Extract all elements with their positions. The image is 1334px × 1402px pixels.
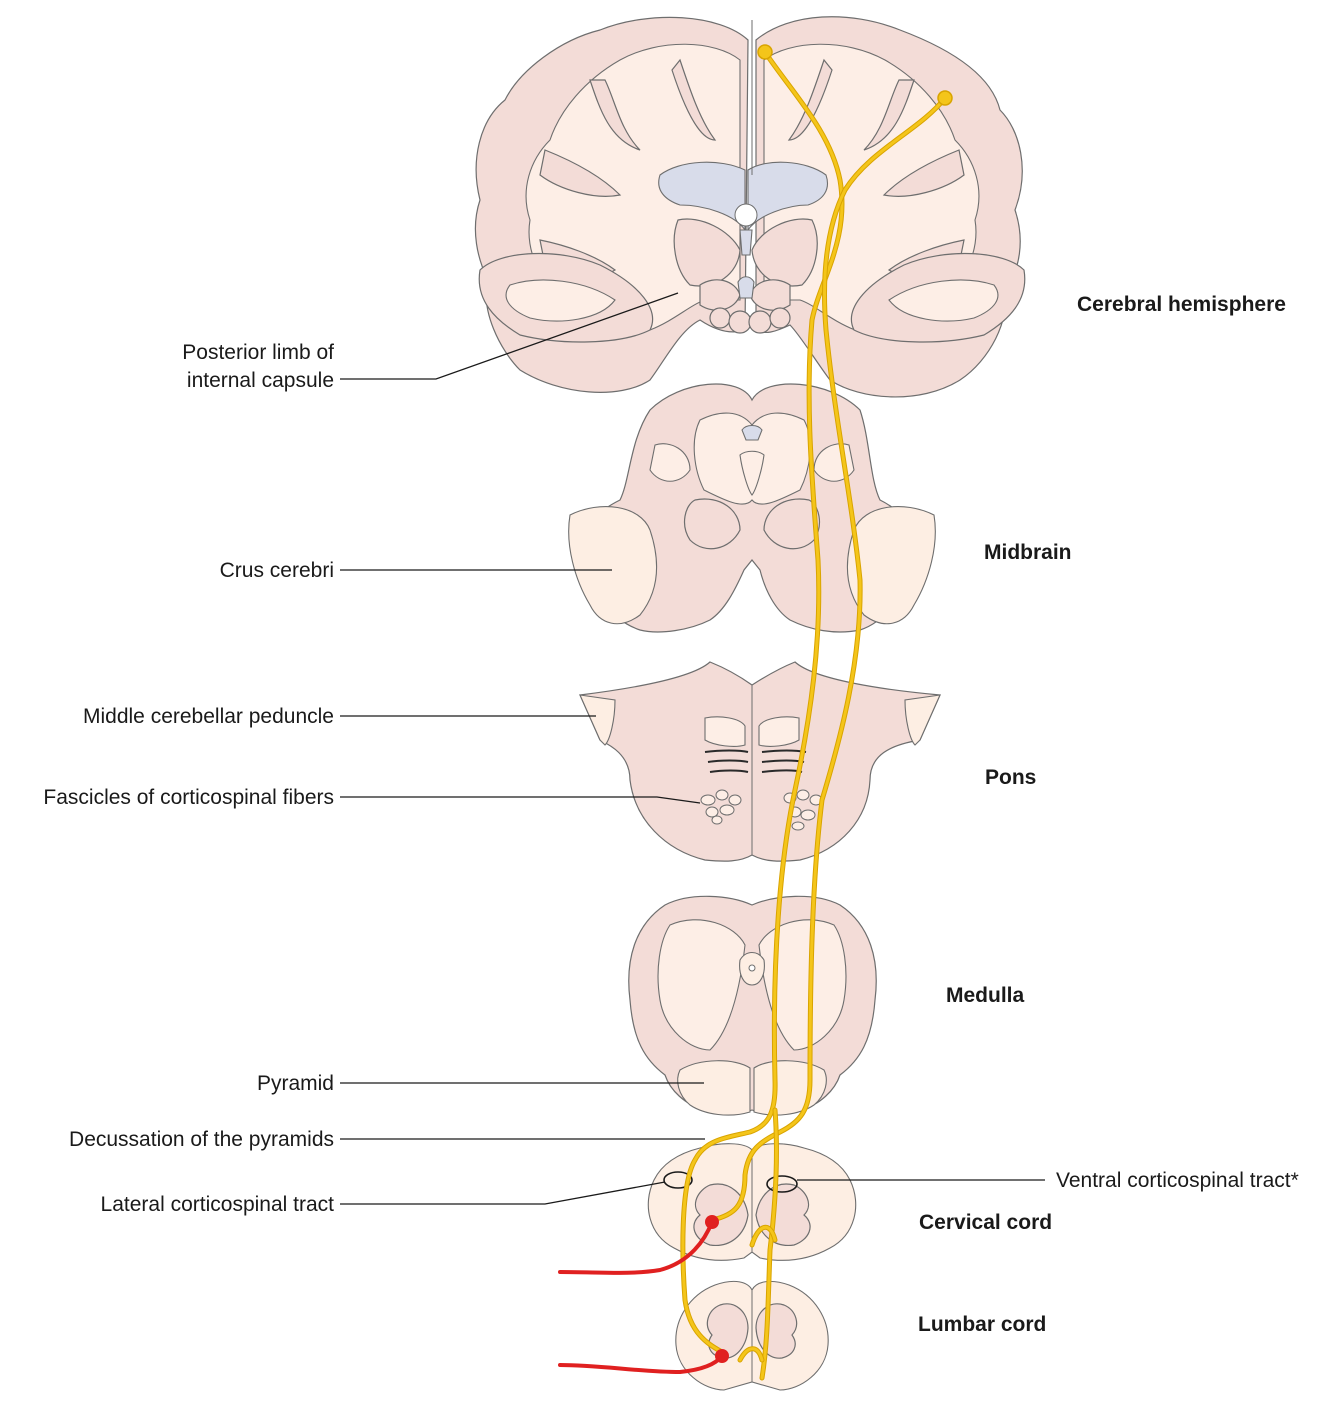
middle-cerebellar-peduncle-label: Middle cerebellar peduncle: [83, 705, 334, 728]
level-cervical-cord: Cervical cord: [919, 1211, 1052, 1234]
middle-cerebellar-peduncle-left: [579, 694, 616, 746]
ventral-tract-outline: [766, 1175, 798, 1193]
posterior-limb-label-line2: internal capsule: [187, 369, 334, 392]
crus-cerebri-label: Crus cerebri: [220, 559, 334, 582]
lateral-ventricle-right: [747, 161, 828, 232]
level-pons: Pons: [985, 766, 1036, 789]
posterior-limb-label-line1: Posterior limb of: [182, 341, 334, 364]
lower-motor-neuron-lumbar: [715, 1349, 729, 1363]
level-midbrain: Midbrain: [984, 541, 1072, 564]
level-labels: Cerebral hemisphere Midbrain Pons Medull…: [918, 293, 1286, 1336]
corticospinal-tract: [680, 44, 953, 1381]
structure-labels: Posterior limb of internal capsule Crus …: [43, 341, 1298, 1216]
crus-cerebri-right: [846, 506, 936, 625]
ventral-tract-label: Ventral corticospinal tract*: [1056, 1169, 1299, 1192]
pyramid-label: Pyramid: [257, 1072, 334, 1095]
pyramid-left: [677, 1060, 751, 1116]
decussation-label: Decussation of the pyramids: [69, 1128, 334, 1151]
lower-motor-neuron-cervical: [705, 1215, 719, 1229]
cerebral-hemisphere-section: [474, 16, 1026, 398]
lateral-tract-outline: [663, 1171, 693, 1189]
level-lumbar-cord: Lumbar cord: [918, 1313, 1046, 1336]
midbrain-section: [568, 383, 936, 633]
upper-motor-neuron-medial: [757, 44, 773, 60]
level-cerebral-hemisphere: Cerebral hemisphere: [1077, 293, 1286, 316]
lateral-ventricle-left: [658, 161, 746, 232]
lateral-tract-label: Lateral corticospinal tract: [101, 1193, 335, 1216]
fascicles-label: Fascicles of corticospinal fibers: [43, 786, 334, 809]
lower-motor-neurons: [558, 1215, 729, 1375]
upper-motor-neuron-lateral: [937, 90, 953, 106]
pons-section: [579, 661, 941, 862]
crus-cerebri-left: [568, 506, 658, 625]
leader-lines: [340, 292, 1045, 1205]
medulla-section: [628, 895, 877, 1116]
third-ventricle: [737, 276, 755, 299]
level-medulla: Medulla: [946, 984, 1024, 1007]
middle-cerebellar-peduncle-right: [904, 694, 941, 746]
pyramid-right: [753, 1060, 827, 1116]
